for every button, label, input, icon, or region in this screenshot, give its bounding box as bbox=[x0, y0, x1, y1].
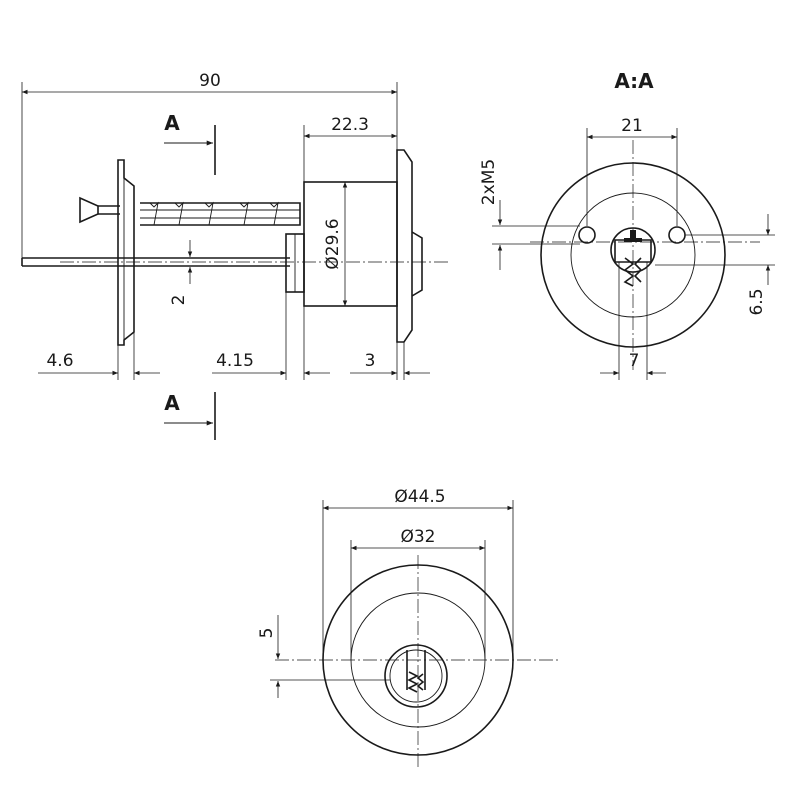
dim-bar-offset: 4.15 bbox=[216, 351, 254, 371]
cylinder-body bbox=[303, 181, 398, 307]
front-key-plug bbox=[384, 644, 448, 708]
dim-flange-thickness: 3 bbox=[365, 351, 376, 371]
dim-cylinder-diameter: Ø29.6 bbox=[323, 218, 343, 269]
dim-outer-diameter: Ø44.5 bbox=[394, 487, 445, 507]
section-view: A:A 21 2xM5 6.5 bbox=[479, 69, 775, 380]
dim-screw-offset: 4.6 bbox=[46, 351, 73, 371]
dim-keyway-offset: 5 bbox=[257, 628, 277, 639]
cylinder-flange bbox=[396, 149, 413, 343]
dim-inner-diameter: Ø32 bbox=[400, 527, 435, 547]
dim-overall-length: 90 bbox=[199, 71, 221, 91]
dim-screw-holes: 2xM5 bbox=[479, 159, 499, 205]
dim-cam-width: 7 bbox=[629, 351, 640, 371]
section-marker-top: A bbox=[164, 111, 180, 135]
dim-hole-offset-vertical: 6.5 bbox=[747, 288, 767, 315]
back-plate bbox=[117, 159, 135, 346]
front-view: Ø44.5 Ø32 5 bbox=[257, 487, 560, 770]
side-view: 90 22.3 A bbox=[21, 71, 450, 440]
screw-hole-right bbox=[668, 226, 686, 244]
section-view-title: A:A bbox=[614, 69, 654, 93]
screw-hole-left bbox=[578, 226, 596, 244]
dim-bar-height: 2 bbox=[169, 295, 189, 306]
section-marker-bottom: A bbox=[164, 391, 180, 415]
dim-cylinder-length: 22.3 bbox=[331, 115, 369, 135]
mounting-screw bbox=[79, 196, 301, 226]
dim-hole-spacing: 21 bbox=[621, 116, 643, 136]
connecting-bar bbox=[21, 257, 290, 267]
